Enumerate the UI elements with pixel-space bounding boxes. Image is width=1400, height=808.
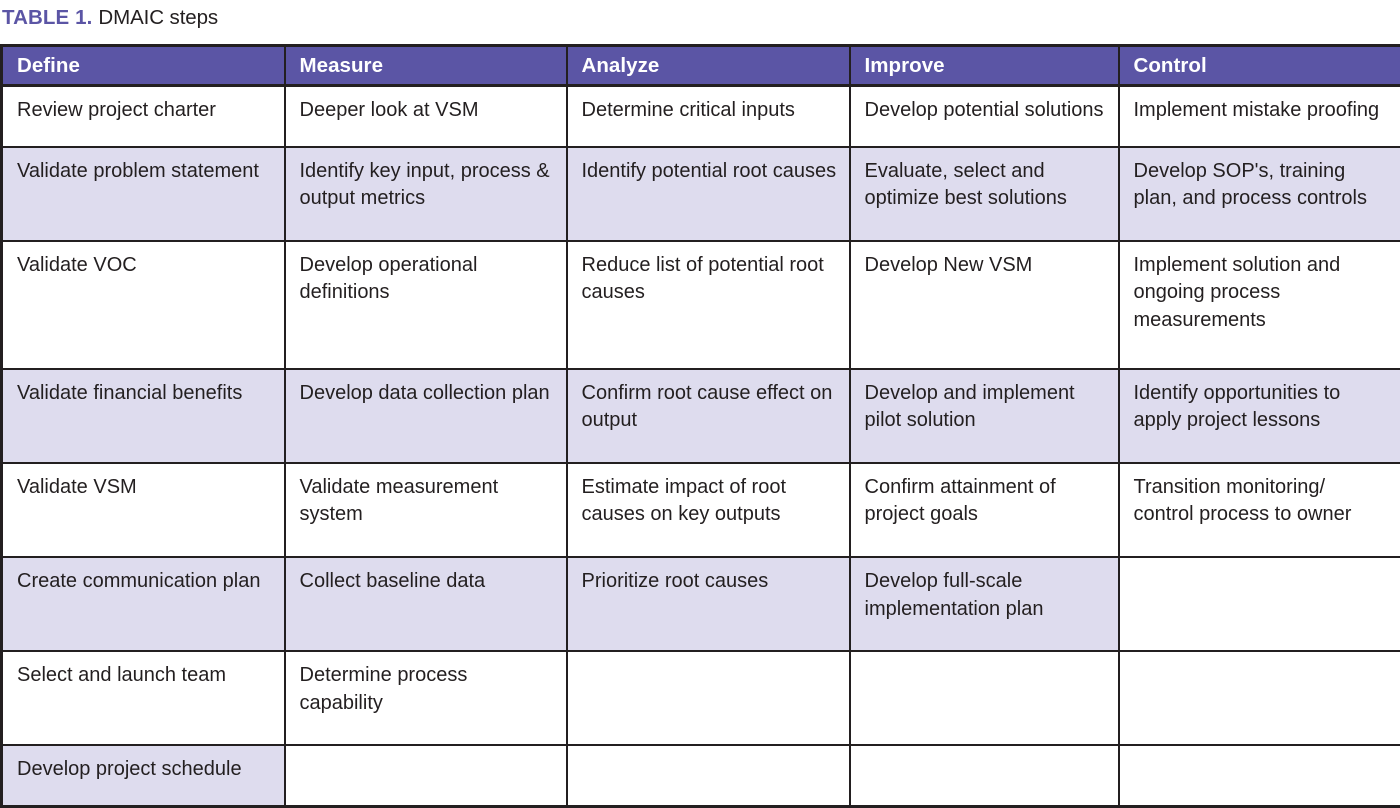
table-cell: Transition monitoring/ control process t… — [1118, 462, 1400, 558]
table-cell: Implement solution and ongoing process m… — [1118, 240, 1400, 370]
table-cell: Collect baseline data — [284, 556, 568, 653]
table-cell — [566, 745, 851, 807]
table-cell: Deeper look at VSM — [284, 85, 568, 148]
table-cell: Determine process capability — [284, 651, 568, 747]
table-cell: Validate financial benefits — [1, 368, 286, 464]
dmaic-steps-table: Define Measure Analyze Improve Control R… — [0, 44, 1400, 808]
table-cell: Develop data collection plan — [284, 368, 568, 464]
table-cell: Evaluate, select and optimize best solut… — [849, 146, 1120, 242]
table-cell: Confirm root cause effect on output — [566, 368, 851, 464]
table-cell: Determine critical inputs — [566, 85, 851, 148]
table-row: Develop project schedule — [1, 745, 1400, 807]
table-cell: Estimate impact of root causes on key ou… — [566, 462, 851, 558]
table-cell: Select and launch team — [1, 651, 286, 747]
column-header-improve: Improve — [849, 45, 1120, 87]
table-cell: Identify key input, process & output met… — [284, 146, 568, 242]
table-caption-text: DMAIC steps — [98, 6, 219, 29]
table-cell: Validate VSM — [1, 462, 286, 558]
table-cell: Confirm attainment of project goals — [849, 462, 1120, 558]
table-cell: Validate measurement system — [284, 462, 568, 558]
column-header-define: Define — [1, 45, 286, 87]
table-cell: Develop project schedule — [1, 745, 286, 807]
table-cell — [566, 651, 851, 747]
table-cell — [849, 745, 1120, 807]
table-header: Define Measure Analyze Improve Control — [1, 45, 1400, 87]
table-caption: TABLE 1. DMAIC steps — [2, 0, 218, 36]
table-cell: Identify potential root causes — [566, 146, 851, 242]
table-cell: Develop potential solutions — [849, 85, 1120, 148]
table-header-row: Define Measure Analyze Improve Control — [1, 45, 1400, 87]
table-cell — [1118, 556, 1400, 653]
table-cell: Validate VOC — [1, 240, 286, 370]
column-header-control: Control — [1118, 45, 1400, 87]
table-cell — [1118, 651, 1400, 747]
column-header-measure: Measure — [284, 45, 568, 87]
column-header-analyze: Analyze — [566, 45, 851, 87]
table-caption-label: TABLE 1. — [2, 6, 93, 29]
table-cell: Develop and implement pilot solution — [849, 368, 1120, 464]
table-cell: Develop operational definitions — [284, 240, 568, 370]
table-cell: Develop SOP's, training plan, and proces… — [1118, 146, 1400, 242]
table-cell: Prioritize root causes — [566, 556, 851, 653]
table-cell: Create communication plan — [1, 556, 286, 653]
table-cell: Identify opportunities to apply project … — [1118, 368, 1400, 464]
table-cell: Validate problem statement — [1, 146, 286, 242]
dmaic-table-container: Define Measure Analyze Improve Control R… — [0, 44, 1400, 808]
table-cell: Reduce list of potential root causes — [566, 240, 851, 370]
table-cell: Develop New VSM — [849, 240, 1120, 370]
table-cell: Implement mistake proofing — [1118, 85, 1400, 148]
table-cell — [849, 651, 1120, 747]
table-cell: Review project charter — [1, 85, 286, 148]
table-cell — [284, 745, 568, 807]
table-cell — [1118, 745, 1400, 807]
table-cell: Develop full-scale implementation plan — [849, 556, 1120, 653]
